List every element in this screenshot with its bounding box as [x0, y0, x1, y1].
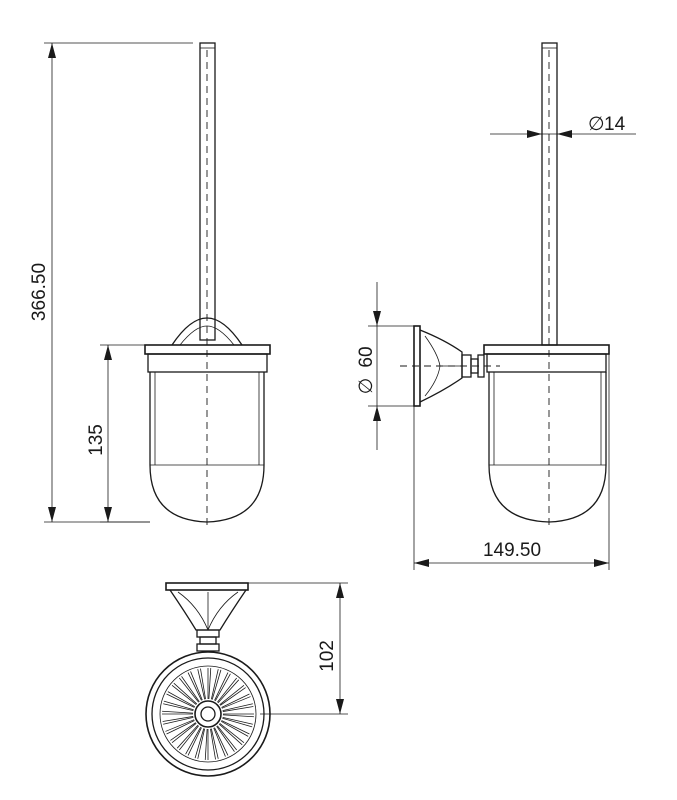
dim-rod-diameter-symbol: ∅	[588, 114, 605, 135]
front-cup-rim	[144, 344, 271, 355]
dim-bottom-depth-label: 102	[317, 640, 338, 672]
bottom-brush-hub	[194, 700, 222, 728]
front-view: 366.50 135	[29, 42, 271, 528]
side-glass-cup	[488, 372, 607, 523]
side-view: ∅ 14 ∅ 60 149.50	[356, 42, 636, 570]
dim-rod-diameter-label: 14	[604, 114, 626, 135]
dim-mount-diameter-label: 60	[356, 346, 377, 367]
dim-mount-diameter-symbol: ∅	[356, 378, 377, 395]
dim-overall-height: 366.50	[29, 42, 193, 523]
side-cup-rim	[483, 344, 610, 355]
bottom-brush-bristles	[162, 668, 254, 760]
side-rod	[541, 42, 558, 346]
dim-depth-label: 149.50	[483, 540, 541, 561]
dim-bottom-depth: 102	[248, 582, 348, 715]
dim-rod-diameter: ∅ 14	[490, 114, 636, 138]
dim-holder-height-label: 135	[86, 424, 107, 456]
dim-holder-height: 135	[86, 344, 150, 523]
front-rod	[199, 42, 216, 341]
front-cup-collar	[147, 353, 268, 373]
dim-overall-height-label: 366.50	[29, 263, 50, 321]
dim-mount-diameter: ∅ 60	[356, 282, 414, 450]
dim-depth: 149.50	[413, 354, 610, 570]
bottom-wall-plate	[165, 582, 249, 591]
bottom-view: 102	[145, 582, 348, 777]
